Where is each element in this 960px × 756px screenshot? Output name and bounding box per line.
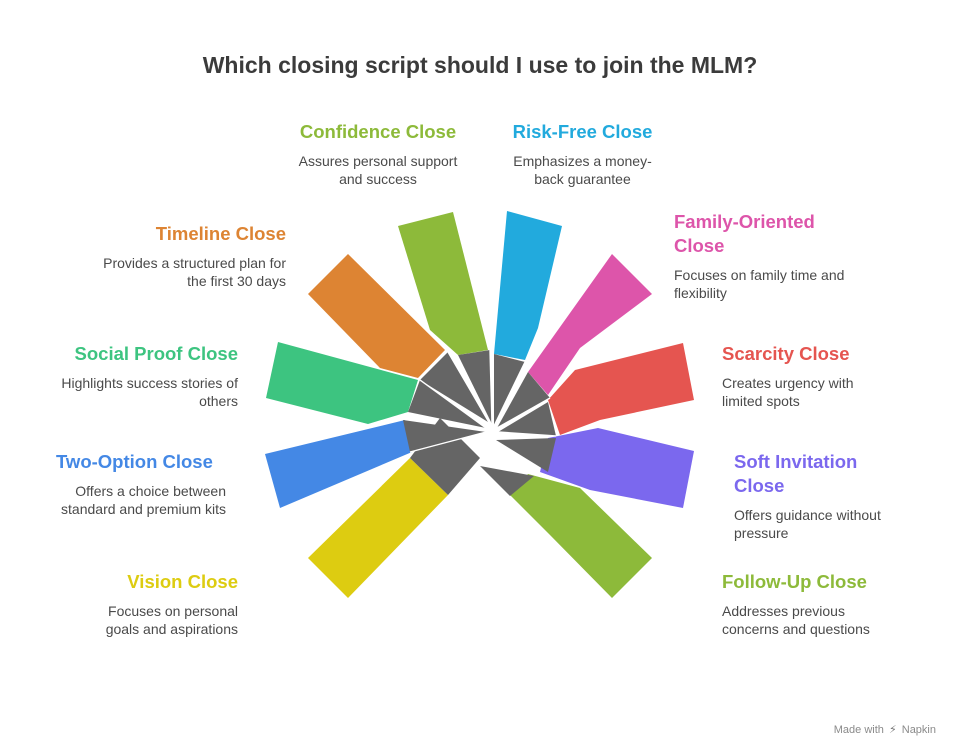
blade-soft-invitation-close: [540, 428, 694, 508]
option-description: Focuses on personal goals and aspiration…: [105, 603, 238, 637]
brand-text: Napkin: [901, 724, 936, 736]
option-vision-close: Vision Close Focuses on personal goals a…: [78, 570, 238, 638]
option-title: Family-Oriented Close: [674, 211, 815, 256]
option-title: Timeline Close: [155, 223, 286, 244]
blade-social-proof-close: [266, 342, 418, 424]
option-social-proof-close: Social Proof Close Highlights success st…: [58, 342, 238, 410]
blade-confidence-close: [398, 212, 488, 355]
hub-segment: [498, 402, 556, 436]
option-scarcity-close: Scarcity Close Creates urgency with limi…: [722, 342, 882, 410]
blade-scarcity-close: [548, 343, 694, 435]
option-description: Addresses previous concerns and question…: [722, 603, 870, 637]
option-description: Offers a choice between standard and pre…: [61, 483, 226, 517]
option-description: Assures personal support and success: [298, 153, 458, 187]
blade-timeline-close: [308, 254, 445, 378]
option-title: Confidence Close: [299, 121, 457, 142]
option-family-oriented-close: Family-Oriented Close Focuses on family …: [674, 210, 849, 302]
option-title: Vision Close: [127, 571, 238, 592]
hub-segment: [494, 354, 525, 426]
option-timeline-close: Timeline Close Provides a structured pla…: [100, 222, 286, 290]
option-confidence-close: Confidence Close Assures personal suppor…: [288, 120, 468, 188]
hub-separators: [409, 349, 557, 453]
hub-segment: [496, 438, 556, 472]
hub-segment: [497, 372, 550, 428]
hub-segment: [458, 350, 492, 424]
blade-follow-up-close: [510, 474, 652, 598]
diagram-title: Which closing script should I use to joi…: [202, 52, 758, 78]
option-follow-up-close: Follow-Up Close Addresses previous conce…: [722, 570, 902, 638]
option-risk-free-close: Risk-Free Close Emphasizes a money-back …: [500, 120, 665, 188]
made-with-text: Made with: [833, 724, 884, 736]
napkin-watermark: Made with ⚡ Napkin: [834, 723, 936, 736]
option-soft-invitation-close: Soft Invitation Close Offers guidance wi…: [734, 450, 904, 542]
hub-segment: [403, 420, 486, 452]
hub-segment: [480, 466, 534, 496]
hub-segment: [420, 352, 488, 422]
option-title: Scarcity Close: [722, 343, 850, 364]
blade-family-oriented-close: [528, 254, 652, 395]
hub-segment: [408, 380, 486, 428]
option-description: Highlights success stories of others: [61, 375, 238, 409]
napkin-logo-icon: ⚡: [888, 724, 897, 736]
option-description: Creates urgency with limited spots: [722, 375, 854, 409]
option-title: Follow-Up Close: [722, 571, 867, 592]
option-title: Two-Option Close: [56, 451, 213, 472]
option-description: Focuses on family time and flexibility: [674, 267, 845, 301]
option-description: Provides a structured plan for the first…: [103, 255, 286, 289]
option-title: Risk-Free Close: [512, 121, 653, 142]
blade-two-option-close: [265, 420, 412, 508]
blade-vision-close: [308, 458, 448, 598]
blade-risk-free-close: [494, 211, 562, 360]
option-title: Social Proof Close: [74, 343, 238, 364]
option-description: Offers guidance without pressure: [734, 507, 881, 541]
option-two-option-close: Two-Option Close Offers a choice between…: [56, 450, 226, 518]
option-description: Emphasizes a money-back guarantee: [513, 153, 652, 187]
option-title: Soft Invitation Close: [734, 451, 858, 496]
